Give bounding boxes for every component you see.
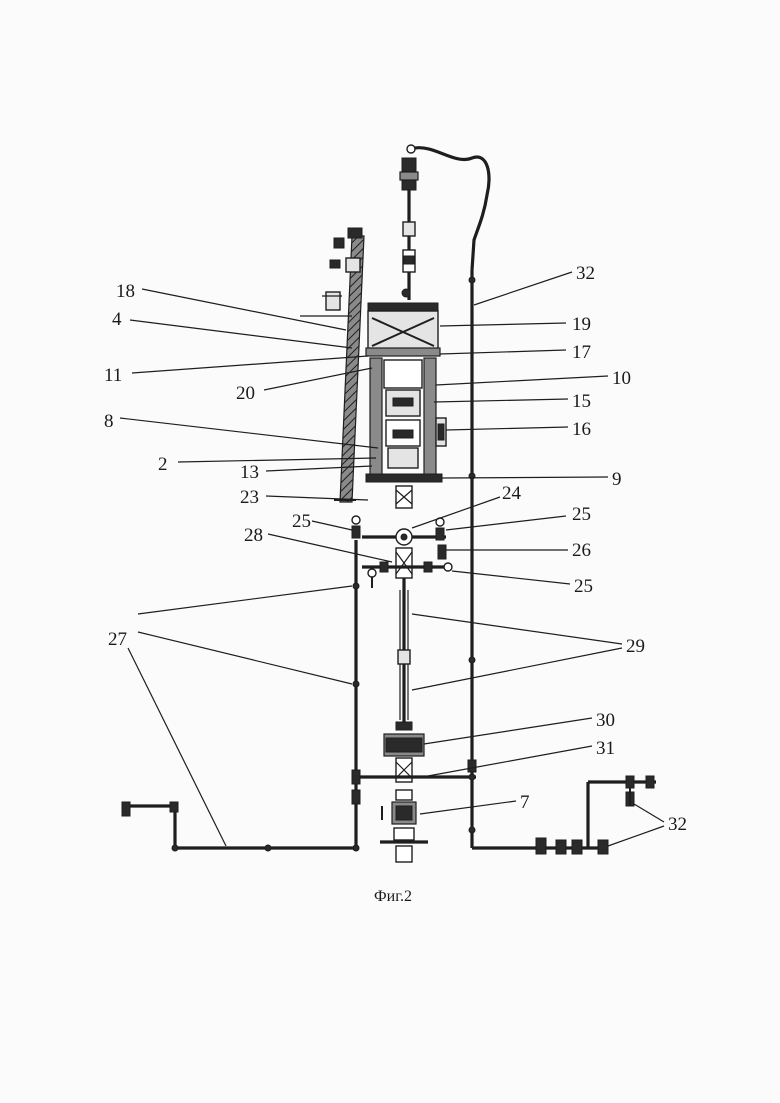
label-30: 30 — [596, 710, 615, 731]
label-19: 19 — [572, 314, 591, 335]
label-15: 15 — [572, 391, 591, 412]
label-29: 29 — [626, 636, 645, 657]
label-13: 13 — [240, 462, 259, 483]
right-manifold-line-32 — [468, 270, 656, 854]
label-17: 17 — [572, 342, 591, 363]
label-25-left: 25 — [292, 511, 311, 532]
label-24: 24 — [502, 483, 522, 504]
label-7: 7 — [520, 792, 530, 813]
label-31: 31 — [596, 738, 615, 759]
label-23: 23 — [240, 487, 259, 508]
label-18: 18 — [116, 281, 135, 302]
label-32-bottom: 32 — [668, 814, 687, 835]
left-manifold-line-27 — [122, 540, 360, 851]
label-2: 2 — [158, 454, 168, 475]
label-27: 27 — [108, 629, 127, 650]
label-26: 26 — [572, 540, 591, 561]
inclined-feed-arm — [300, 228, 364, 502]
label-25-right-lower: 25 — [574, 576, 593, 597]
label-10: 10 — [612, 368, 631, 389]
figure-caption: Фиг.2 — [374, 888, 412, 905]
label-20: 20 — [236, 383, 255, 404]
label-8: 8 — [104, 411, 114, 432]
label-9: 9 — [612, 469, 622, 490]
label-11: 11 — [104, 365, 122, 386]
label-32-top: 32 — [576, 263, 595, 284]
label-28: 28 — [244, 525, 263, 546]
label-4: 4 — [112, 309, 122, 330]
injector-housing — [366, 303, 446, 482]
label-16: 16 — [572, 419, 591, 440]
label-25-right-upper: 25 — [572, 504, 591, 525]
central-string — [358, 486, 476, 862]
top-swivel-assembly — [400, 145, 489, 300]
